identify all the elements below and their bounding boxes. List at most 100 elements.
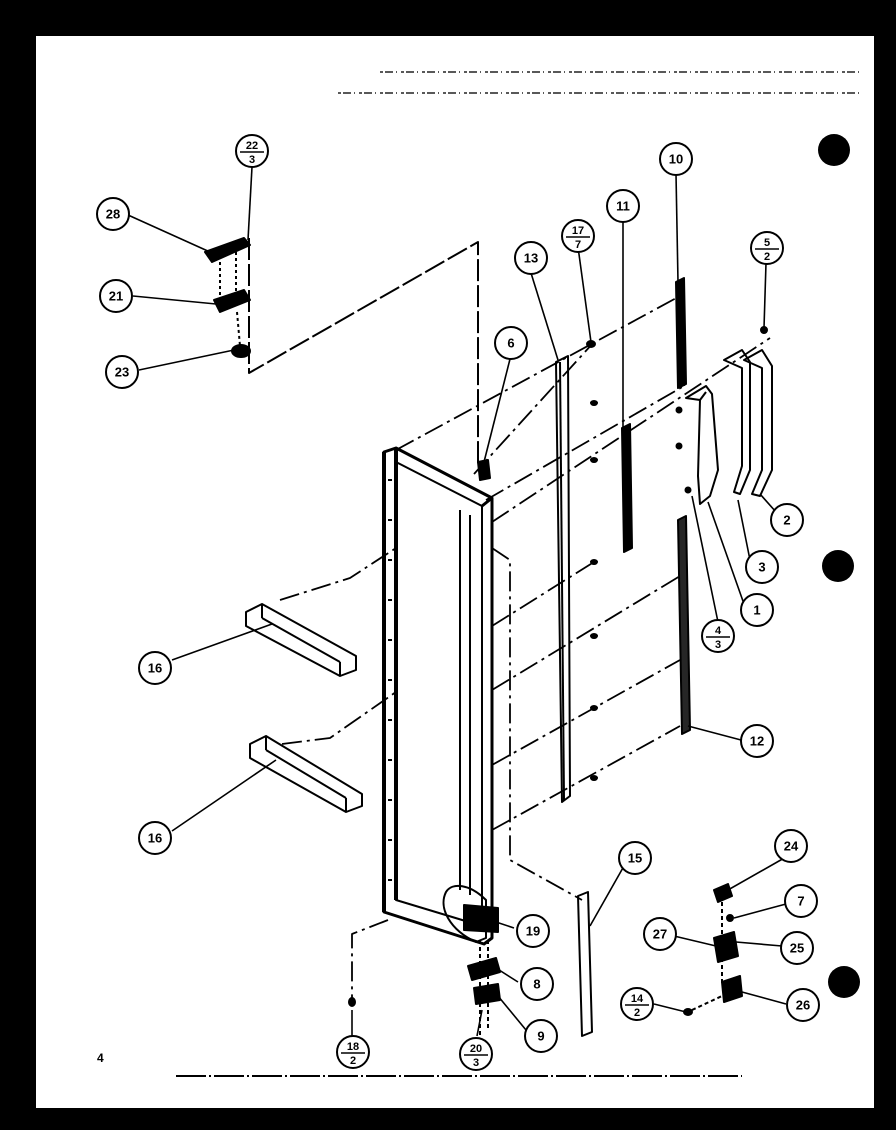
callout-number: 7 — [575, 239, 581, 251]
callout-22: 223 — [235, 134, 269, 168]
binder-hole — [818, 134, 850, 166]
callout-number: 2 — [764, 251, 770, 263]
part-10-strip — [675, 277, 687, 389]
callout-circle — [105, 355, 139, 389]
callout-circle — [750, 231, 784, 265]
page-number: 4 — [97, 1051, 104, 1065]
callout-number: 26 — [796, 998, 810, 1013]
callout-9: 9 — [524, 1019, 558, 1053]
callout-18: 182 — [336, 1035, 370, 1069]
callout-circle — [520, 967, 554, 1001]
callout-21: 21 — [99, 279, 133, 313]
callout-circle — [99, 279, 133, 313]
paper-sheet — [36, 36, 874, 1108]
callout-circle — [740, 724, 774, 758]
callout-16b: 16 — [138, 821, 172, 855]
callout-20: 203 — [459, 1037, 493, 1071]
callout-number: 2 — [350, 1055, 356, 1067]
callout-number: 14 — [631, 993, 644, 1005]
callout-number: 9 — [537, 1029, 544, 1044]
callout-26: 26 — [786, 988, 820, 1022]
part-15-bar — [577, 891, 593, 1037]
callout-27: 27 — [643, 917, 677, 951]
callout-number: 5 — [764, 237, 770, 249]
callout-number: 12 — [750, 734, 764, 749]
side-hinge-assembly — [683, 883, 743, 1016]
callout-number: 3 — [758, 560, 765, 575]
callout-number: 3 — [473, 1057, 479, 1069]
callout-8: 8 — [520, 967, 554, 1001]
callout-number: 23 — [115, 365, 129, 380]
callout-number: 13 — [524, 251, 538, 266]
callout-number: 15 — [628, 851, 642, 866]
parts-line-art — [176, 237, 773, 1077]
callout-circle — [235, 134, 269, 168]
callout-16a: 16 — [138, 651, 172, 685]
callout-number: 8 — [533, 977, 540, 992]
part-12-strip — [677, 515, 691, 735]
callout-circle — [96, 197, 130, 231]
callout-circle — [618, 841, 652, 875]
callout-number: 19 — [526, 924, 540, 939]
callout-number: 28 — [106, 207, 120, 222]
callout-number: 17 — [572, 225, 584, 237]
callout-leaders — [127, 166, 787, 1037]
lower-hinge-stack — [348, 940, 501, 1040]
leader-lines — [279, 295, 771, 1000]
callout-number: 1 — [753, 603, 760, 618]
callout-6: 6 — [494, 326, 528, 360]
callout-5: 52 — [750, 231, 784, 265]
callout-circle — [745, 550, 779, 584]
callout-28: 28 — [96, 197, 130, 231]
callout-number: 11 — [616, 199, 630, 214]
callout-circle — [784, 884, 818, 918]
part-13-strip — [555, 340, 598, 803]
binder-hole — [822, 550, 854, 582]
callout-25: 25 — [780, 931, 814, 965]
part-11-strip — [621, 423, 633, 553]
callout-circle — [524, 1019, 558, 1053]
top-hinge-assembly — [204, 237, 479, 465]
callout-circle — [336, 1035, 370, 1069]
callout-circle — [459, 1037, 493, 1071]
callout-12: 12 — [740, 724, 774, 758]
callout-circle — [561, 219, 595, 253]
callout-number: 4 — [715, 625, 722, 637]
part-16-bracket-upper — [245, 603, 357, 677]
callout-2: 2 — [770, 503, 804, 537]
callout-11: 11 — [606, 189, 640, 223]
part-16-bracket-lower — [249, 735, 363, 813]
callout-number: 3 — [249, 154, 255, 166]
callout-circle — [138, 821, 172, 855]
callout-circle — [514, 241, 548, 275]
callout-number: 16 — [148, 661, 162, 676]
callout-13: 13 — [514, 241, 548, 275]
handle-parts — [675, 326, 773, 505]
callout-4: 43 — [701, 619, 735, 653]
door-frame — [382, 446, 499, 946]
callout-number: 2 — [783, 513, 790, 528]
callout-17: 177 — [561, 219, 595, 253]
callout-circle — [780, 931, 814, 965]
callout-15: 15 — [618, 841, 652, 875]
callout-circle — [138, 651, 172, 685]
callout-24: 24 — [774, 829, 808, 863]
callout-circle — [516, 914, 550, 948]
callout-circle — [770, 503, 804, 537]
callout-1: 1 — [740, 593, 774, 627]
callout-circle — [620, 987, 654, 1021]
callout-number: 7 — [797, 894, 804, 909]
callout-number: 27 — [653, 927, 667, 942]
callout-number: 16 — [148, 831, 162, 846]
callout-23: 23 — [105, 355, 139, 389]
callout-circle — [606, 189, 640, 223]
callout-circle — [774, 829, 808, 863]
callout-circle — [740, 593, 774, 627]
callout-7: 7 — [784, 884, 818, 918]
callout-3: 3 — [745, 550, 779, 584]
callout-circle — [643, 917, 677, 951]
callout-number: 25 — [790, 941, 804, 956]
header-smudge — [338, 71, 862, 94]
callout-bubbles: 2821232231317711105262314312161615198920… — [96, 134, 820, 1071]
